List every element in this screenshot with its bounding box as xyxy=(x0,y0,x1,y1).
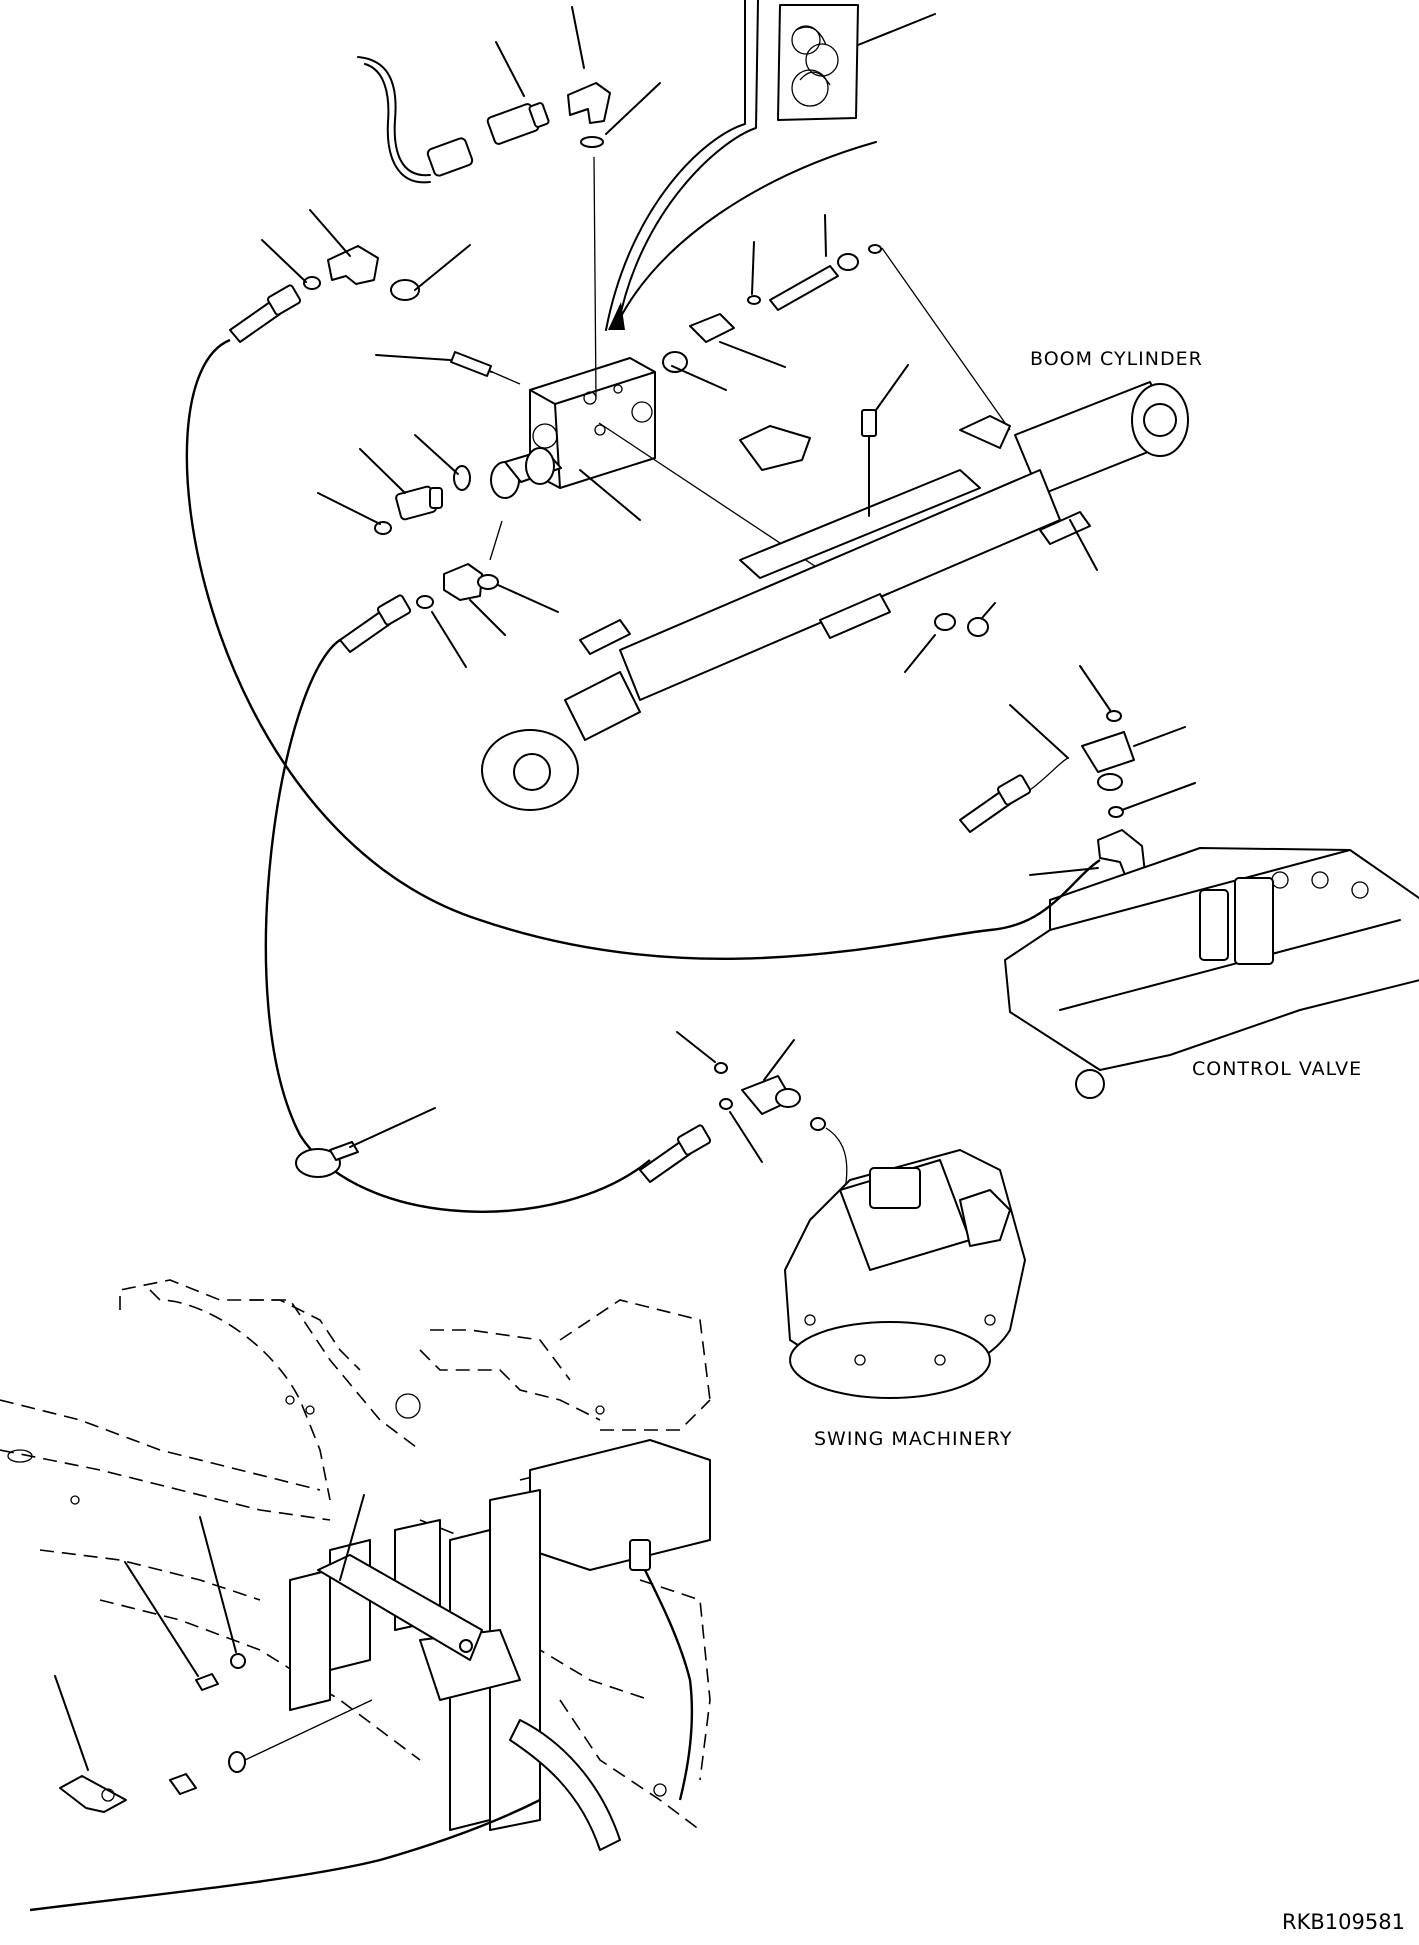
swing-machinery xyxy=(784,1149,1026,1399)
elbow-fitting-top xyxy=(567,82,611,148)
elbow-fitting-left xyxy=(303,245,420,301)
cable-right-middle xyxy=(959,757,1069,833)
tee-fitting-swing xyxy=(741,1075,801,1115)
plate-bracket xyxy=(317,1554,483,1661)
frame-solid-parts xyxy=(289,1439,711,1851)
adapter-block-front xyxy=(490,447,562,499)
bolt-long xyxy=(450,351,493,377)
nut-washer xyxy=(934,613,989,637)
drawing-number: RKB109581 xyxy=(1282,1910,1405,1934)
straight-connector-right xyxy=(769,253,859,311)
tee-fitting-right xyxy=(1081,731,1135,791)
cylinder-bracket xyxy=(739,415,1091,639)
cable-left-lower xyxy=(264,594,712,1213)
bolt-bracket xyxy=(861,409,877,517)
valve-block xyxy=(529,357,656,489)
cable-clamp xyxy=(295,1141,359,1178)
instruction-sheet-icon xyxy=(777,4,859,121)
pressure-sensor-left xyxy=(395,485,443,521)
sensor-fitting-lower xyxy=(416,563,499,609)
boom-cylinder xyxy=(481,381,1189,811)
control-valve-label: CONTROL VALVE xyxy=(1192,1058,1363,1080)
control-valve xyxy=(1004,847,1419,1099)
pressure-sensor-top xyxy=(486,102,550,145)
boom-cylinder-label: BOOM CYLINDER xyxy=(1030,348,1203,370)
clip-part xyxy=(59,1775,127,1813)
bolt-washer-lower xyxy=(169,1699,373,1795)
swing-machinery-label: SWING MACHINERY xyxy=(814,1428,1013,1450)
cable-left-upper xyxy=(185,284,1101,960)
adapter-right xyxy=(662,313,735,373)
sensor-cable-top xyxy=(357,56,474,184)
wiring-harness-bottom xyxy=(29,1539,694,1912)
bolt-washer-upper xyxy=(195,1653,246,1691)
